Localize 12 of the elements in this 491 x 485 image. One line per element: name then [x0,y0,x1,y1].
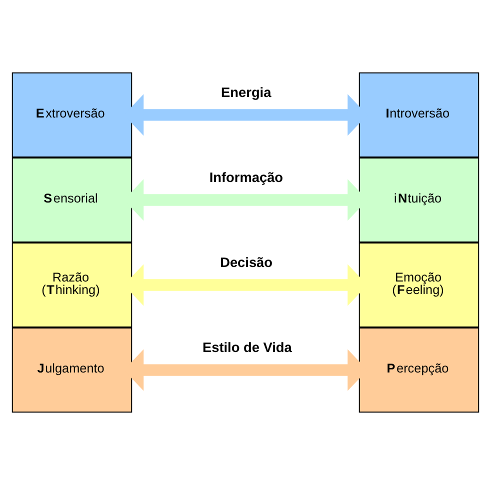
node-box: Julgamento [12,328,132,413]
node-box: iNtuição [358,157,480,242]
edge-label: Decisão [220,255,273,270]
edge-label: Energia [221,85,272,100]
node-box: Emoção (Feeling) [358,242,480,328]
edge-label: Estilo de Vida [202,340,292,356]
node-box: Sensorial [12,157,132,242]
node-box: Extroversão [12,72,132,158]
node-box: Percepção [358,328,480,413]
node-box: Introversão [358,72,480,158]
node-box: Razão (Thinking) [12,242,132,328]
edge-label: Informação [209,170,284,186]
